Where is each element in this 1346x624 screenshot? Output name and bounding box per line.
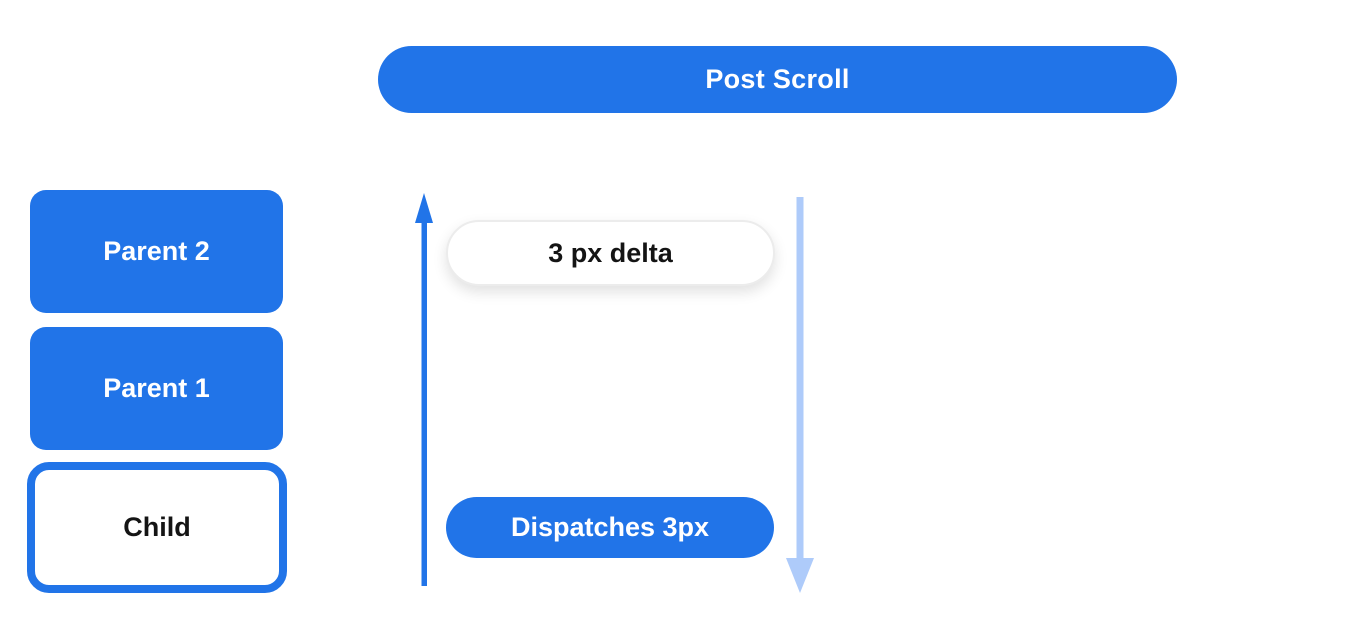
node-parent-2: Parent 2 (30, 190, 283, 313)
post-scroll-label: Post Scroll (705, 64, 850, 94)
node-parent-1: Parent 1 (30, 327, 283, 450)
node-parent-2-label: Parent 2 (103, 236, 210, 266)
node-child: Child (27, 462, 287, 593)
post-scroll-banner: Post Scroll (378, 46, 1177, 113)
node-parent-1-label: Parent 1 (103, 373, 210, 403)
node-child-label: Child (123, 512, 191, 542)
dispatch-pill-label: Dispatches 3px (510, 512, 710, 542)
dispatch-pill: Dispatches 3px (446, 497, 774, 558)
scroll-up-arrow-icon (415, 193, 433, 586)
delta-pill-label: 3 px delta (548, 237, 673, 268)
delta-pill: 3 px delta (446, 220, 775, 286)
dispatch-down-arrow-icon (786, 197, 814, 593)
